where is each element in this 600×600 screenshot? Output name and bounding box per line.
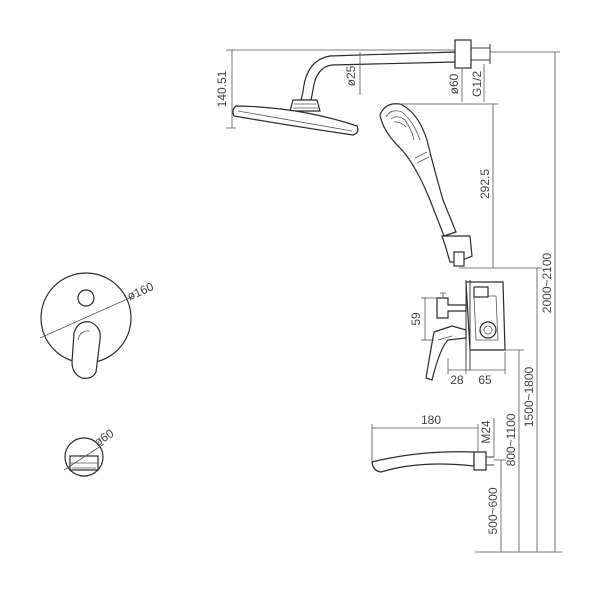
dim-spout-mount-1: 800~1100: [504, 413, 518, 466]
dim-spout-length: 180: [421, 413, 441, 427]
diverter-knob: [436, 297, 467, 319]
diverter-valve-side-view: [425, 280, 506, 381]
dim-thread: G1/2: [470, 71, 484, 97]
shower-arm: [300, 51, 456, 101]
dim-flange-diameter: ø60: [447, 73, 461, 94]
dim-spout-thread: M24: [479, 420, 493, 444]
dimension-labels: 140.51 ø25 ø60 G1/2 292.5 2000~2100 ø160…: [91, 65, 554, 534]
wall-flange: [454, 39, 472, 69]
mixer-plate-front-view: [40, 272, 132, 379]
dim-valve-depth-2: 65: [478, 373, 492, 387]
dim-total-height: 2000~2100: [540, 252, 554, 313]
dim-valve-mount-height: 1500~1800: [522, 366, 536, 427]
valve-outlet: [479, 321, 497, 339]
bath-spout-assembly: [371, 451, 494, 473]
hand-shower-assembly: [379, 103, 473, 267]
dim-spout-mount-2: 500~600: [486, 487, 500, 534]
dim-hand-shower-length: 292.5: [478, 169, 492, 199]
hand-shower: [379, 103, 457, 237]
dim-arm-diameter: ø25: [344, 65, 358, 86]
dim-plate-diameter: ø160: [125, 279, 156, 303]
bath-spout: [371, 451, 475, 473]
rain-shower-head: [232, 105, 359, 136]
dimension-lines: [39, 49, 562, 553]
mixer-handle-front: [71, 321, 101, 379]
dim-head-height: 140.51: [215, 70, 229, 107]
mixer-lever: [425, 325, 467, 381]
diverter-button: [77, 289, 95, 307]
shower-head-joint: [289, 99, 321, 112]
spout-flange: [473, 451, 487, 471]
overhead-shower-assembly: [232, 39, 491, 136]
dim-valve-height: 59: [409, 312, 423, 326]
dim-valve-depth-1: 28: [450, 373, 464, 387]
